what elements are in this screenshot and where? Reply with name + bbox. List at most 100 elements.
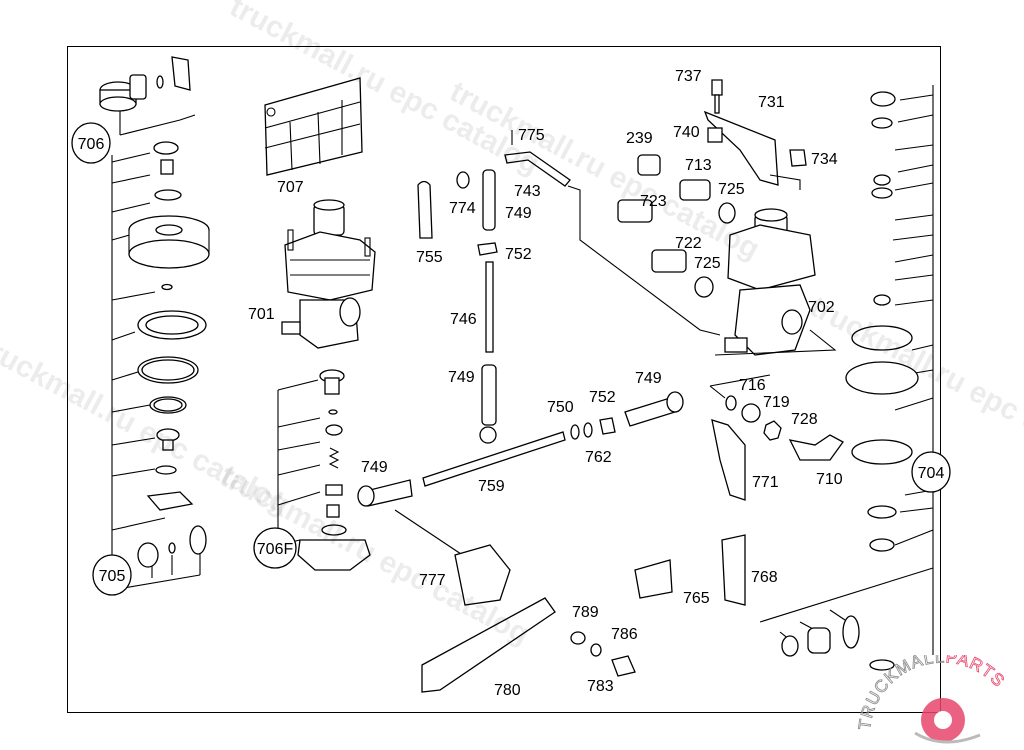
part-label[interactable]: 771 (752, 474, 779, 491)
bracket-768[interactable] (721, 534, 746, 606)
part-label[interactable]: 759 (478, 478, 505, 495)
tiny-ring[interactable] (168, 542, 176, 554)
lever-780[interactable] (421, 597, 556, 693)
part-label[interactable]: 749 (361, 459, 388, 476)
part-label[interactable]: 731 (758, 94, 785, 111)
o-ring-small[interactable] (867, 505, 897, 519)
part-label[interactable]: 740 (673, 124, 700, 141)
part-label[interactable]: 786 (611, 626, 638, 643)
seat-cup[interactable] (869, 538, 895, 552)
elbow-710[interactable] (788, 434, 844, 461)
part-label[interactable]: 765 (683, 590, 710, 607)
nut-740[interactable] (707, 127, 723, 143)
small-o-ring[interactable] (161, 283, 173, 291)
rod-end-749b[interactable] (481, 364, 497, 426)
washer-719[interactable] (741, 403, 761, 423)
callout-706F[interactable]: 706F (253, 527, 297, 569)
part-label[interactable]: 239 (626, 130, 653, 147)
part-label[interactable]: 750 (547, 399, 574, 416)
seal-725a[interactable] (718, 202, 736, 224)
nut-728[interactable] (763, 420, 782, 441)
part-label[interactable]: 701 (248, 306, 275, 323)
part-label[interactable]: 768 (751, 569, 778, 586)
bracket-771[interactable] (711, 419, 746, 501)
part-label[interactable]: 737 (675, 68, 702, 85)
guide[interactable] (325, 484, 343, 496)
spring-seat[interactable] (873, 174, 891, 186)
fitting-239[interactable] (637, 154, 661, 176)
clevis-755[interactable] (417, 180, 433, 239)
ring[interactable] (871, 117, 893, 129)
part-label[interactable]: 723 (640, 193, 667, 210)
part-label[interactable]: 707 (277, 179, 304, 196)
bracket-plate[interactable] (171, 56, 191, 91)
piston-plate[interactable] (845, 361, 919, 395)
washer[interactable] (154, 189, 182, 201)
part-label[interactable]: 719 (763, 394, 790, 411)
washer-716[interactable] (725, 395, 737, 411)
valve-insert[interactable] (160, 159, 174, 175)
spring-washer-786[interactable] (590, 643, 602, 657)
part-label[interactable]: 762 (585, 449, 612, 466)
fitting-713[interactable] (679, 179, 711, 201)
clip-752b[interactable] (599, 417, 616, 435)
part-label[interactable]: 743 (514, 183, 541, 200)
part-label[interactable]: 775 (518, 127, 545, 144)
part-label[interactable]: 725 (694, 255, 721, 272)
relay-valve-702[interactable] (714, 208, 837, 356)
rod-end-749[interactable] (482, 169, 496, 231)
rod-759[interactable] (422, 431, 566, 487)
fan-wheel[interactable] (297, 539, 371, 571)
callout-705[interactable]: 705 (92, 554, 132, 596)
ring-2[interactable] (871, 187, 893, 199)
seal-ring[interactable] (189, 525, 207, 555)
part-label[interactable]: 725 (718, 181, 745, 198)
small-ring[interactable] (156, 75, 164, 89)
rod-746[interactable] (485, 261, 494, 353)
washer-750[interactable] (570, 424, 580, 440)
plug[interactable] (137, 542, 159, 568)
disc[interactable] (873, 294, 891, 306)
gasket[interactable] (146, 491, 194, 511)
part-label[interactable]: 710 (816, 471, 843, 488)
part-label[interactable]: 774 (449, 200, 476, 217)
part-label[interactable]: 777 (419, 572, 446, 589)
part-label[interactable]: 749 (635, 370, 662, 387)
bracket-731[interactable] (703, 110, 779, 186)
part-label[interactable]: 749 (448, 369, 475, 386)
spring-plug[interactable] (807, 627, 831, 654)
washer-789[interactable] (570, 631, 586, 645)
spring-cap[interactable] (325, 424, 343, 436)
brake-valve-701[interactable] (281, 199, 376, 349)
bracket-765[interactable] (634, 559, 673, 599)
part-label[interactable]: 752 (589, 389, 616, 406)
part-label[interactable]: 713 (685, 157, 712, 174)
gasket-ring[interactable] (842, 615, 860, 649)
bottom-seat[interactable] (869, 659, 895, 671)
seat-part[interactable] (153, 141, 179, 155)
callout-706[interactable]: 706 (71, 122, 111, 164)
knob-777[interactable] (454, 544, 511, 606)
pin-743[interactable] (504, 151, 571, 187)
fitting-722[interactable] (651, 249, 687, 273)
circlip-762[interactable] (583, 422, 593, 438)
seal-725b[interactable] (694, 276, 714, 298)
part-label[interactable]: 728 (791, 411, 818, 428)
part-label[interactable]: 749 (505, 205, 532, 222)
mini-ring[interactable] (328, 409, 338, 415)
nut-734[interactable] (789, 149, 807, 167)
callout-704[interactable]: 704 (911, 451, 951, 493)
part-label[interactable]: 734 (811, 151, 838, 168)
part-label[interactable]: 722 (675, 235, 702, 252)
bushing-774[interactable] (456, 171, 470, 189)
spring[interactable] (328, 447, 340, 469)
valve-piston[interactable] (156, 428, 180, 442)
plug-nut[interactable] (781, 635, 799, 657)
part-label[interactable]: 783 (587, 678, 614, 695)
screw-783[interactable] (611, 655, 636, 677)
part-label[interactable]: 789 (572, 604, 599, 621)
part-label[interactable]: 702 (808, 299, 835, 316)
part-label[interactable]: 780 (494, 682, 521, 699)
diaphragm[interactable] (851, 325, 913, 351)
o-ring-large[interactable] (851, 439, 913, 465)
